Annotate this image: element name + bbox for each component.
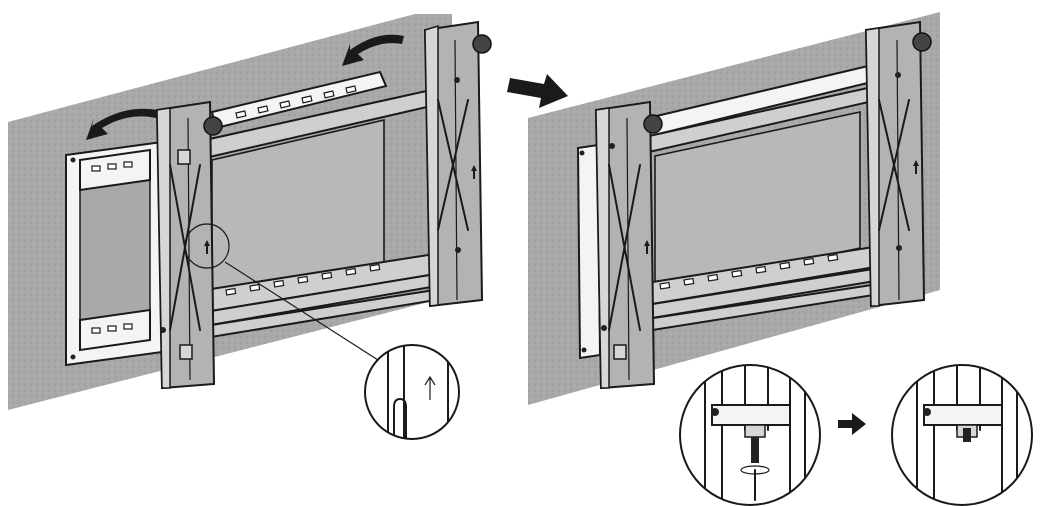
step-1-scene — [8, 14, 492, 440]
display-panel-right — [654, 111, 861, 293]
vertical-post-left-left-scene — [155, 100, 230, 390]
vertical-post-right-left-scene — [423, 20, 492, 308]
vertical-post-right-right-scene — [864, 20, 932, 308]
knob-icon — [472, 34, 492, 54]
zoom-detail-screw-after — [891, 364, 1033, 506]
screw-icon — [751, 437, 759, 463]
up-arrow-icon — [644, 240, 650, 254]
screw-icon — [963, 428, 971, 442]
wall-plate-left — [65, 140, 163, 367]
up-arrow-icon — [913, 160, 919, 174]
zoom-detail-screw-before — [679, 364, 821, 506]
vertical-post-left-right-scene — [594, 100, 663, 390]
up-arrow-icon — [424, 375, 436, 400]
knob-icon — [912, 32, 932, 52]
bottom-rail-slots-left — [225, 263, 381, 296]
up-arrow-icon — [471, 165, 477, 179]
plate-slots-left — [91, 161, 133, 334]
step-2-scene — [528, 12, 1033, 506]
curved-arrow-icon — [342, 34, 404, 66]
bottom-rail-slots-right — [659, 253, 839, 290]
right-arrow-icon — [838, 413, 866, 435]
right-arrow-icon — [507, 74, 568, 108]
zoom-detail-arrow — [364, 344, 460, 440]
knob-icon — [643, 114, 663, 134]
up-arrow-icon — [204, 240, 210, 254]
knob-icon — [203, 116, 223, 136]
curved-arrow-icon — [86, 108, 158, 140]
